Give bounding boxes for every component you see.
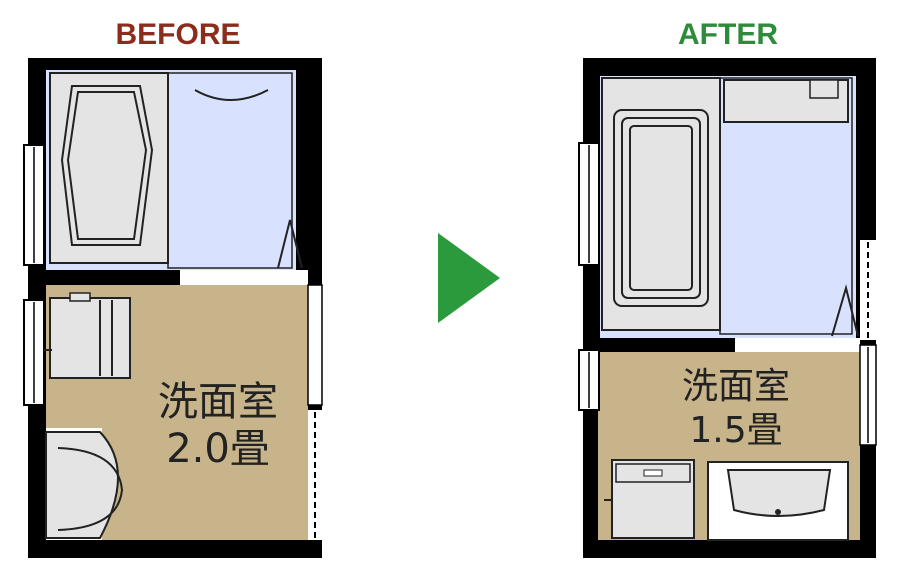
before-shower-area: [167, 72, 293, 269]
after-washing-machine-icon: [604, 459, 695, 539]
after-bathtub-icon: [601, 77, 721, 331]
before-right-window: [307, 284, 323, 406]
before-washing-machine-icon: [44, 292, 131, 379]
before-room-size: 2.0畳: [166, 426, 270, 472]
before-shower-door: [277, 219, 303, 269]
before-bathtub-icon: [49, 72, 169, 264]
play-arrow-icon: [438, 233, 500, 323]
after-counter-icon: [723, 79, 849, 123]
after-room-name: 洗面室: [682, 366, 790, 407]
before-room-name: 洗面室: [158, 379, 278, 425]
after-room-size: 1.5畳: [689, 410, 782, 451]
after-plan: AFTER 洗面室: [578, 18, 877, 558]
before-title: BEFORE: [115, 18, 240, 51]
after-right-window: [860, 240, 876, 340]
after-title: AFTER: [678, 18, 778, 51]
before-partition-opening: [180, 270, 308, 285]
after-shower-area: [719, 77, 853, 335]
before-plan: BEFORE: [23, 18, 323, 558]
after-partition-opening: [735, 338, 860, 352]
before-sink-icon: [45, 428, 124, 540]
after-sink-icon: [707, 461, 849, 541]
after-shower-door: [831, 284, 859, 337]
before-shower-basin-icon: [194, 89, 269, 101]
